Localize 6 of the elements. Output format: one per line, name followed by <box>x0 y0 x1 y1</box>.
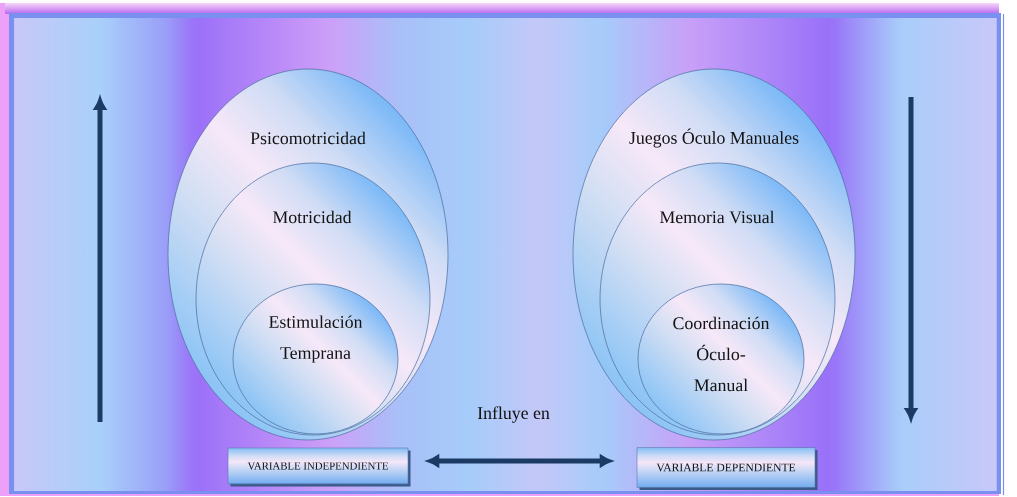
label-box: VARIABLE DEPENDIENTE <box>636 447 818 490</box>
edge-label: Influye en <box>477 406 550 423</box>
oval: Estimulación Temprana <box>232 283 399 435</box>
label-box: VARIABLE INDEPENDIENTE <box>227 447 411 487</box>
double-arrow <box>427 455 612 467</box>
oval: Coordinación Óculo- Manual <box>637 283 805 435</box>
